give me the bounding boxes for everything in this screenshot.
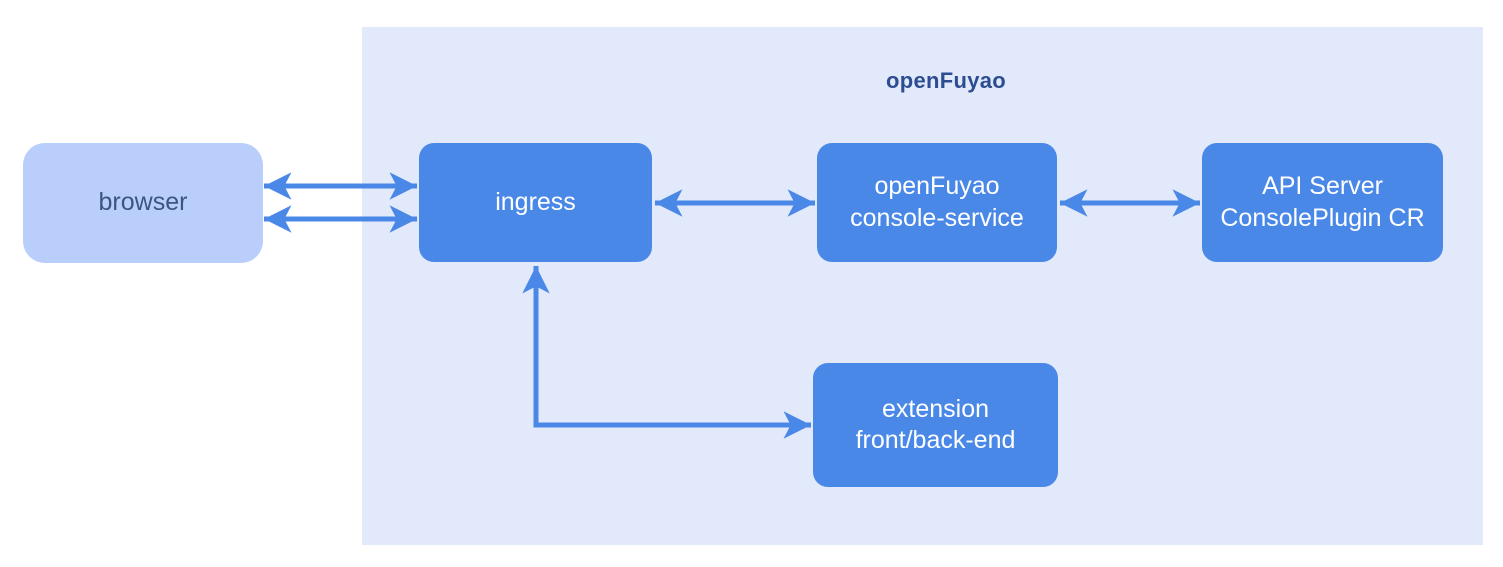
node-browser: browser — [23, 143, 263, 263]
node-browser-label: browser — [98, 188, 188, 217]
openfuyao-container-label: openFuyao — [885, 68, 1007, 93]
node-api-server-label-line2: ConsolePlugin CR — [1220, 203, 1425, 232]
node-console-service: openFuyao console-service — [817, 143, 1057, 262]
arrow-extension-ingress-elbow — [522, 266, 811, 439]
node-ingress: ingress — [419, 143, 652, 262]
node-extension: extension front/back-end — [813, 363, 1058, 487]
node-extension-label-line1: extension — [881, 394, 990, 423]
node-extension-label-line2: front/back-end — [855, 426, 1016, 454]
node-api-server: API Server ConsolePlugin CR — [1202, 143, 1443, 262]
node-ingress-label: ingress — [495, 187, 576, 216]
node-console-service-label-line1: openFuyao — [874, 172, 1000, 200]
node-console-service-label-line2: console-service — [850, 203, 1024, 232]
node-api-server-label-line1: API Server — [1262, 172, 1383, 200]
